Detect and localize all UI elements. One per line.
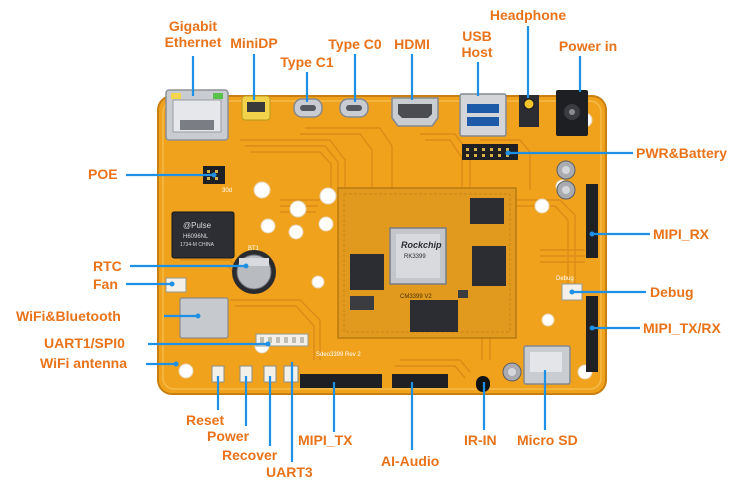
type-c1-port bbox=[293, 98, 323, 118]
soc-brand-text: Rockchip bbox=[401, 240, 442, 250]
label-wifi-antenna: WiFi antenna bbox=[40, 355, 127, 371]
label-reset: Reset bbox=[186, 412, 225, 428]
ai-audio-header bbox=[392, 374, 448, 388]
pcb-edge-highlight bbox=[162, 100, 602, 390]
label-debug: Debug bbox=[650, 284, 694, 300]
label-headphone: Headphone bbox=[489, 7, 567, 23]
usb-host-port bbox=[459, 93, 507, 137]
leader-end-dots bbox=[169, 150, 595, 367]
module-name-text: CM3399 V2 bbox=[400, 294, 432, 300]
mipi-tx-header bbox=[300, 374, 382, 388]
label-mipi-rx: MIPI_RX bbox=[653, 226, 710, 242]
soc-module bbox=[337, 187, 517, 339]
label-mipi-tx-rx: MIPI_TX/RX bbox=[643, 320, 721, 336]
minidp-port bbox=[241, 95, 271, 121]
magnetics-model-text: H6096NL bbox=[183, 234, 209, 240]
board-name-text: Sdeo3399 Rev 2 bbox=[316, 352, 361, 358]
label-minidp: MiniDP bbox=[230, 35, 278, 51]
hdmi-port bbox=[391, 97, 439, 127]
label-power-in: Power in bbox=[558, 38, 618, 54]
wifi-module bbox=[179, 297, 229, 339]
label-gigabit-ethernet: Gigabit Ethernet bbox=[164, 18, 222, 50]
soc-model-text: RK3399 bbox=[404, 254, 426, 260]
label-pwr-battery: PWR&Battery bbox=[636, 145, 728, 161]
label-uart1-spi0: UART1/SPI0 bbox=[44, 335, 125, 351]
magnetics-brand-text: @Pulse bbox=[183, 221, 212, 230]
leader-lines bbox=[126, 26, 650, 462]
magnetics-origin-text: 1734-M CHINA bbox=[180, 242, 215, 248]
label-type-c0: Type C0 bbox=[328, 36, 382, 52]
label-micro-sd: Micro SD bbox=[517, 432, 578, 448]
label-ai-audio: AI-Audio bbox=[381, 453, 440, 469]
label-hdmi: HDMI bbox=[394, 36, 430, 52]
power-jack bbox=[556, 90, 588, 136]
label-uart3: UART3 bbox=[266, 464, 313, 480]
capacitors bbox=[502, 160, 576, 382]
rtc-ref-text: BT1 bbox=[248, 246, 260, 252]
ethernet-port bbox=[165, 89, 229, 141]
debug-mark-text: Debug bbox=[556, 276, 574, 282]
label-poe: POE bbox=[88, 166, 118, 182]
label-rtc: RTC bbox=[93, 258, 122, 274]
label-mipi-tx: MIPI_TX bbox=[298, 432, 353, 448]
micro-sd-slot bbox=[523, 345, 571, 385]
mipi-rx-header bbox=[586, 184, 598, 258]
pulse-magnetics bbox=[171, 211, 235, 259]
label-power: Power bbox=[207, 428, 250, 444]
label-fan: Fan bbox=[93, 276, 118, 292]
mipi-tx-rx-header bbox=[586, 296, 598, 372]
pwr-battery-header bbox=[462, 144, 518, 160]
label-wifi-bluetooth: WiFi&Bluetooth bbox=[16, 308, 121, 324]
headphone-jack bbox=[519, 95, 539, 127]
poe-mark-text: 30d bbox=[222, 188, 232, 194]
label-usb-host: USB Host bbox=[461, 28, 493, 60]
label-type-c1: Type C1 bbox=[280, 54, 334, 70]
label-ir-in: IR-IN bbox=[464, 432, 497, 448]
rtc-battery bbox=[232, 250, 276, 294]
label-recover: Recover bbox=[222, 447, 278, 463]
